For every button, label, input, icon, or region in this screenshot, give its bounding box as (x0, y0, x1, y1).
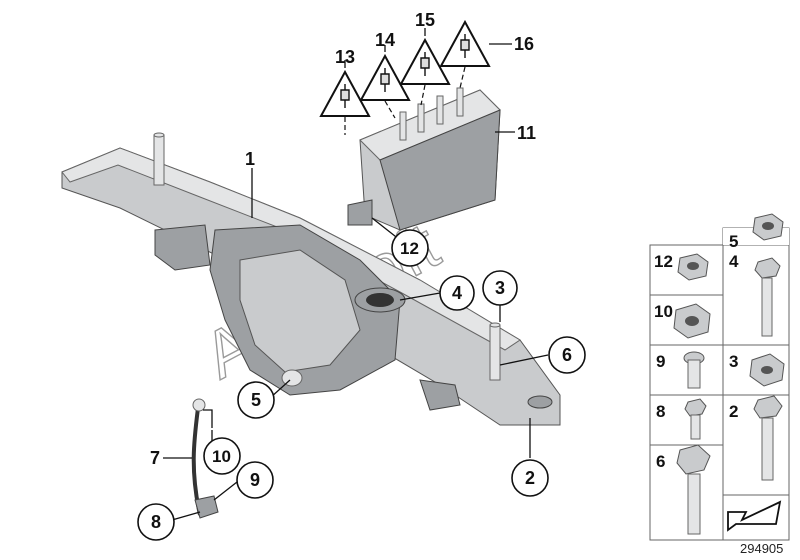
leader-lines (163, 28, 549, 521)
control-unit-illustration (347, 87, 501, 231)
parts-cell-9 (649, 344, 724, 396)
callout-13: 13 (335, 47, 355, 67)
callout-15: 15 (415, 10, 435, 30)
parts-label-8: 8 (656, 402, 665, 421)
parts-cell-8 (649, 394, 724, 446)
callout-9-ring (236, 461, 274, 499)
arrow-down-left-icon (727, 500, 782, 532)
warning-triangle-14-icon (359, 53, 411, 101)
torx-bolt-2-icon (753, 395, 783, 481)
callout-2: 2 (525, 468, 535, 488)
sensor-cable-illustration (191, 398, 219, 519)
callout-8: 8 (151, 512, 161, 532)
parts-label-5: 5 (729, 232, 738, 251)
main-assembly-illustration (61, 132, 561, 426)
callout-6-ring (548, 336, 586, 374)
callout-6: 6 (562, 345, 572, 365)
diagram-code: 294905 (740, 541, 783, 556)
callout-10-ring (203, 437, 241, 475)
callout-11: 11 (517, 123, 536, 143)
short-bolt-9-icon (683, 351, 705, 389)
callout-5-ring (237, 381, 275, 419)
hex-nut-10-icon (673, 303, 711, 339)
warning-triangle-15-icon (399, 37, 451, 85)
long-bolt-4-icon (754, 257, 781, 337)
parts-label-9: 9 (656, 352, 665, 371)
callout-2-ring (511, 459, 549, 497)
callout-12-ring (391, 229, 429, 267)
parts-label-10: 10 (654, 302, 673, 321)
callout-5: 5 (251, 390, 261, 410)
parts-label-3: 3 (729, 352, 738, 371)
callout-10: 10 (212, 447, 231, 466)
callout-3-ring (482, 270, 518, 306)
parts-label-12: 12 (654, 252, 673, 271)
callout-8-ring (137, 503, 175, 541)
callout-1: 1 (245, 149, 255, 169)
parts-table: 5 12 4 10 9 3 8 2 6 (649, 213, 790, 541)
callout-4-ring (439, 275, 475, 311)
warning-triangle-13-icon (319, 69, 371, 117)
callout-4: 4 (452, 283, 462, 303)
parts-label-4: 4 (729, 252, 739, 271)
bolt-8-icon (684, 398, 707, 440)
callout-9: 9 (250, 470, 260, 490)
callout-7: 7 (150, 448, 160, 468)
warning-triangle-16-icon (439, 19, 491, 67)
callout-14: 14 (375, 30, 395, 50)
callout-3: 3 (495, 278, 505, 298)
parts-label-6: 6 (656, 452, 665, 471)
long-bolt-6-icon (676, 444, 711, 535)
callout-12: 12 (400, 239, 419, 258)
hex-nut-12-icon (677, 253, 709, 281)
callout-16: 16 (514, 34, 534, 54)
parts-label-2: 2 (729, 402, 738, 421)
collar-nut-3-icon (749, 353, 785, 387)
hex-nut-5-icon (752, 213, 784, 241)
